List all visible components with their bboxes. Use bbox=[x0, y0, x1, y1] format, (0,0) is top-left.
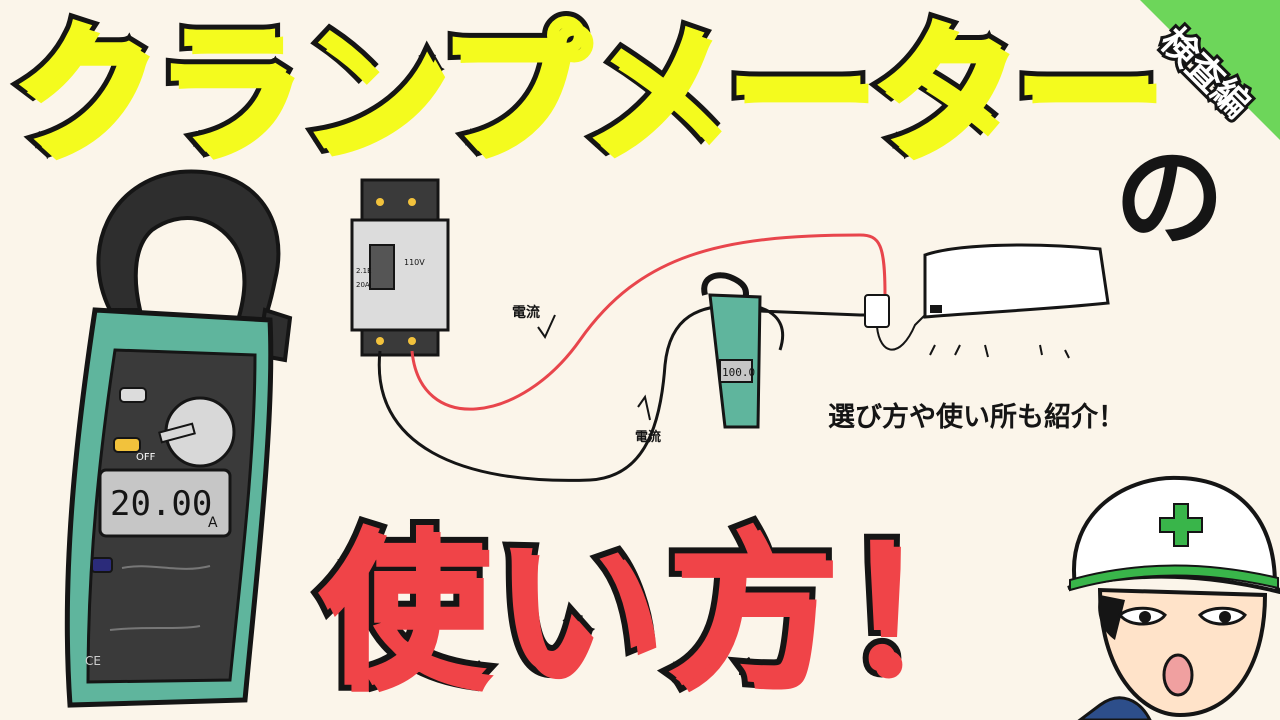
ce-mark: CE bbox=[85, 654, 101, 668]
breaker-label-voltage: 110V bbox=[404, 258, 425, 267]
meter-display-unit: A bbox=[208, 515, 218, 531]
current-label-2: 電流 bbox=[635, 429, 661, 445]
page-title: クランプメーター bbox=[3, 0, 1167, 184]
mini-meter-display: 100.0 bbox=[722, 366, 755, 379]
big-heading: 使い方！ bbox=[312, 506, 1014, 714]
current-label-1: 電流 bbox=[512, 304, 540, 321]
corner-tag-background bbox=[1140, 0, 1280, 140]
breaker-label-model: 2.1E bbox=[356, 267, 372, 275]
meter-display-value: 20.00 bbox=[110, 484, 212, 524]
worker-character-illustration bbox=[1067, 475, 1280, 720]
subtitle: 選び方や使い所も紹介！ bbox=[828, 402, 1125, 433]
breaker-label-amps: 20A bbox=[356, 281, 370, 289]
title-particle: の bbox=[1114, 134, 1225, 262]
wiring-diagram: 110V 2.1E 20A 100.0 電流 電流 bbox=[350, 178, 1110, 482]
clamp-meter-illustration: 20.00 A OFF CE bbox=[64, 169, 293, 708]
meter-off-label: OFF bbox=[136, 452, 156, 463]
